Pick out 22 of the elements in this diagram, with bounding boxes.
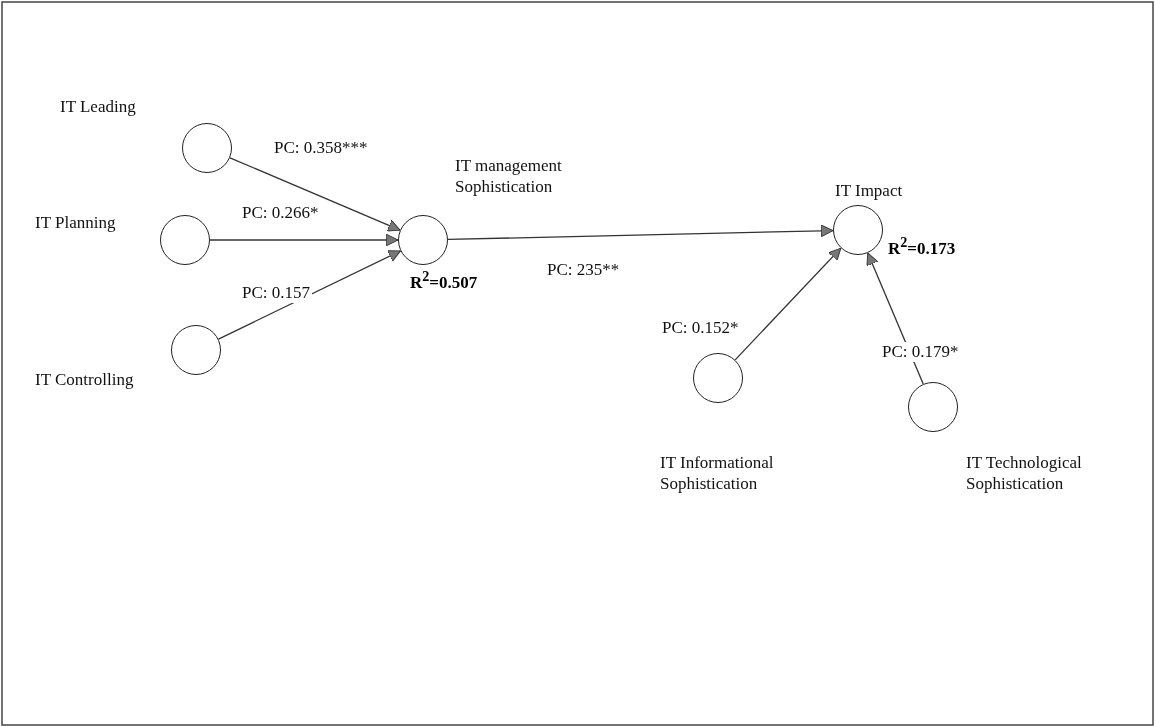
construct-name: IT Impact — [835, 180, 904, 202]
construct-name: IT Controlling — [35, 369, 135, 391]
construct-circle — [693, 353, 743, 403]
arrow — [217, 250, 402, 340]
arrow — [209, 233, 399, 247]
arrow — [447, 224, 834, 241]
r-squared-value: R$^{2}$=0.173 — [888, 234, 956, 259]
construct-circle — [171, 325, 221, 375]
construct-circle — [182, 123, 232, 173]
construct-circle — [160, 215, 210, 265]
arrow — [229, 157, 401, 232]
construct-circle — [398, 215, 448, 265]
construct-circle — [833, 205, 883, 255]
edge-label: PC: 0.179* — [880, 342, 961, 362]
construct-name: IT Informational Sophistication — [660, 452, 775, 495]
construct-name: IT Leading — [60, 96, 137, 118]
construct-name: IT management Sophistication — [455, 155, 563, 198]
r-squared-value: R$^{2}$=0.507 — [410, 268, 478, 293]
construct-name: IT Planning — [35, 212, 117, 234]
construct-circle — [908, 382, 958, 432]
arrow — [734, 247, 842, 361]
construct-name: IT Technological Sophistication — [966, 452, 1083, 495]
